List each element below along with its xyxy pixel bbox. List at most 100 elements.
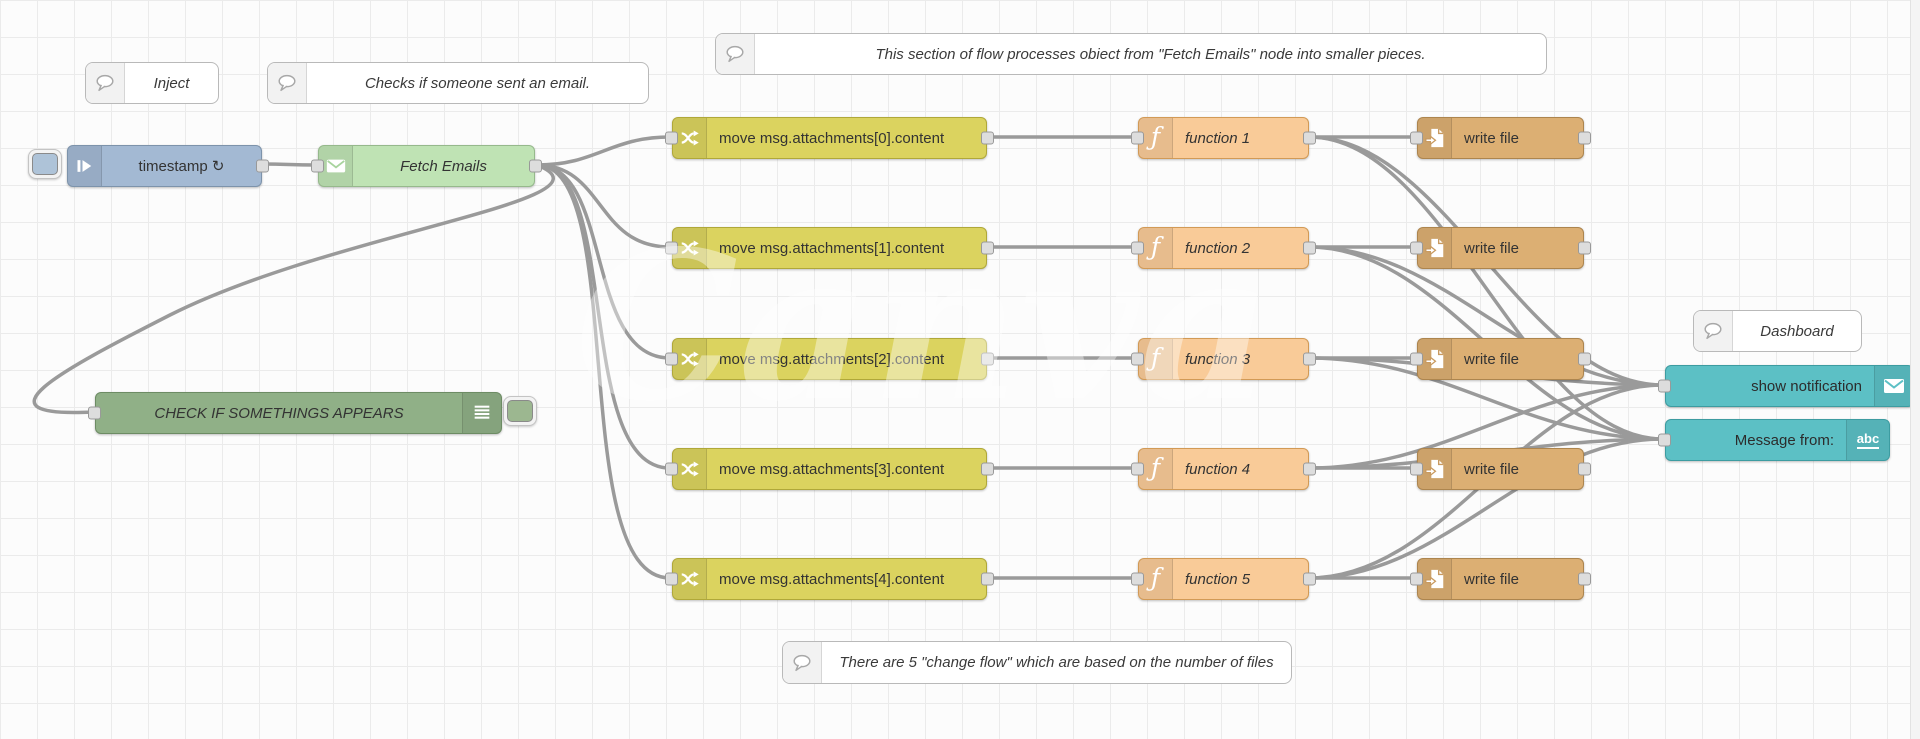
comment-label: There are 5 "change flow" which are base… — [839, 654, 1274, 671]
node-label: Fetch Emails — [400, 157, 487, 175]
file-node-1[interactable]: write file — [1410, 227, 1591, 269]
output-port[interactable] — [981, 572, 994, 586]
check-node[interactable]: CHECK IF SOMETHINGS APPEARS — [88, 392, 502, 434]
wire[interactable] — [32, 163, 556, 415]
output-port[interactable] — [1303, 131, 1316, 145]
comment-node-dashboard[interactable]: Dashboard — [1693, 310, 1862, 352]
inject-node-timestamp[interactable]: timestamp ↻ — [67, 145, 269, 187]
node-label: function 3 — [1185, 350, 1251, 368]
wire[interactable] — [1307, 135, 1665, 441]
inject-arrow-icon — [68, 146, 102, 186]
file-node-0[interactable]: write file — [1410, 117, 1591, 159]
output-port[interactable] — [256, 159, 269, 173]
input-port[interactable] — [1131, 352, 1144, 366]
comment-node-change-flow-count[interactable]: There are 5 "change flow" which are base… — [782, 641, 1292, 684]
file-node-2[interactable]: write file — [1410, 338, 1591, 380]
email-in-node-fetch-emails[interactable]: Fetch Emails — [311, 145, 542, 187]
output-port[interactable] — [1578, 572, 1591, 586]
function-icon: ƒ — [1139, 339, 1173, 379]
input-port[interactable] — [665, 462, 678, 476]
output-port[interactable] — [1578, 241, 1591, 255]
wire[interactable] — [1307, 245, 1665, 387]
scrollbar[interactable] — [1910, 0, 1920, 739]
output-port[interactable] — [1303, 572, 1316, 586]
input-port[interactable] — [665, 131, 678, 145]
node-label: move msg.attachments[3].content — [719, 460, 945, 478]
output-port[interactable] — [981, 462, 994, 476]
output-port[interactable] — [1303, 462, 1316, 476]
function-node-1[interactable]: ƒ function 1 — [1131, 117, 1316, 159]
input-port[interactable] — [1410, 131, 1423, 145]
function-node-5[interactable]: ƒ function 5 — [1131, 558, 1316, 600]
change-node-3[interactable]: move msg.attachments[3].content — [665, 448, 994, 490]
input-port[interactable] — [1131, 241, 1144, 255]
function-icon: ƒ — [1139, 559, 1173, 599]
input-port[interactable] — [1658, 433, 1671, 447]
shuffle-arrows-icon — [673, 449, 707, 489]
wire[interactable] — [535, 163, 672, 360]
output-port[interactable] — [1578, 131, 1591, 145]
node-label: CHECK IF SOMETHINGS APPEARS — [154, 404, 404, 422]
output-port[interactable] — [1303, 241, 1316, 255]
comment-node-inject[interactable]: Inject — [85, 62, 219, 104]
wire[interactable] — [1307, 437, 1665, 580]
wire[interactable] — [260, 162, 318, 167]
node-label: function 4 — [1185, 460, 1251, 478]
output-port[interactable] — [981, 352, 994, 366]
comment-node-section-description[interactable]: This section of flow processes obiect fr… — [715, 33, 1547, 75]
shuffle-arrows-icon — [673, 559, 707, 599]
wire[interactable] — [1307, 383, 1665, 470]
wire[interactable] — [535, 163, 672, 580]
input-port[interactable] — [665, 241, 678, 255]
node-label: function 1 — [1185, 129, 1251, 147]
node-label: function 2 — [1185, 239, 1251, 257]
output-port[interactable] — [1303, 352, 1316, 366]
output-port[interactable] — [529, 159, 542, 173]
function-icon: ƒ — [1139, 118, 1173, 158]
speech-bubble-icon — [783, 642, 822, 683]
speech-bubble-icon — [1694, 311, 1733, 351]
input-port[interactable] — [311, 159, 324, 173]
function-node-2[interactable]: ƒ function 2 — [1131, 227, 1316, 269]
input-port[interactable] — [1131, 462, 1144, 476]
wire[interactable] — [1307, 356, 1665, 441]
comment-label: This section of flow processes obiect fr… — [875, 45, 1426, 63]
comment-node-checks-email[interactable]: Checks if someone sent an email. — [267, 62, 649, 104]
shuffle-arrows-icon — [673, 339, 707, 379]
input-port[interactable] — [1131, 131, 1144, 145]
change-node-0[interactable]: move msg.attachments[0].content — [665, 117, 994, 159]
input-port[interactable] — [1131, 572, 1144, 586]
shuffle-arrows-icon — [673, 118, 707, 158]
wire[interactable] — [535, 163, 672, 249]
output-port[interactable] — [1578, 462, 1591, 476]
input-port[interactable] — [1658, 379, 1671, 393]
inject-button[interactable] — [32, 153, 58, 175]
input-port[interactable] — [1410, 572, 1423, 586]
dashboard-text-node-message-from[interactable]: Message from: abc — [1658, 419, 1890, 461]
node-label: write file — [1464, 570, 1520, 588]
input-port[interactable] — [1410, 462, 1423, 476]
wire[interactable] — [535, 135, 672, 167]
file-node-4[interactable]: write file — [1410, 558, 1591, 600]
dashboard-notification-node[interactable]: show notification — [1658, 365, 1914, 407]
function-node-4[interactable]: ƒ function 4 — [1131, 448, 1316, 490]
function-node-3[interactable]: ƒ function 3 — [1131, 338, 1316, 380]
output-port[interactable] — [981, 131, 994, 145]
input-port[interactable] — [1410, 352, 1423, 366]
change-node-4[interactable]: move msg.attachments[4].content — [665, 558, 994, 600]
change-node-2[interactable]: move msg.attachments[2].content — [665, 338, 994, 380]
envelope-icon — [319, 146, 353, 186]
output-port[interactable] — [1578, 352, 1591, 366]
abc-text-icon: abc — [1846, 420, 1889, 460]
input-port[interactable] — [1410, 241, 1423, 255]
change-node-1[interactable]: move msg.attachments[1].content — [665, 227, 994, 269]
input-port[interactable] — [665, 572, 678, 586]
file-node-3[interactable]: write file — [1410, 448, 1591, 490]
comment-label: Dashboard — [1760, 322, 1834, 340]
output-port[interactable] — [981, 241, 994, 255]
node-label: move msg.attachments[4].content — [719, 570, 945, 588]
input-port[interactable] — [665, 352, 678, 366]
input-port[interactable] — [88, 406, 101, 420]
check-node-button[interactable] — [507, 400, 533, 422]
